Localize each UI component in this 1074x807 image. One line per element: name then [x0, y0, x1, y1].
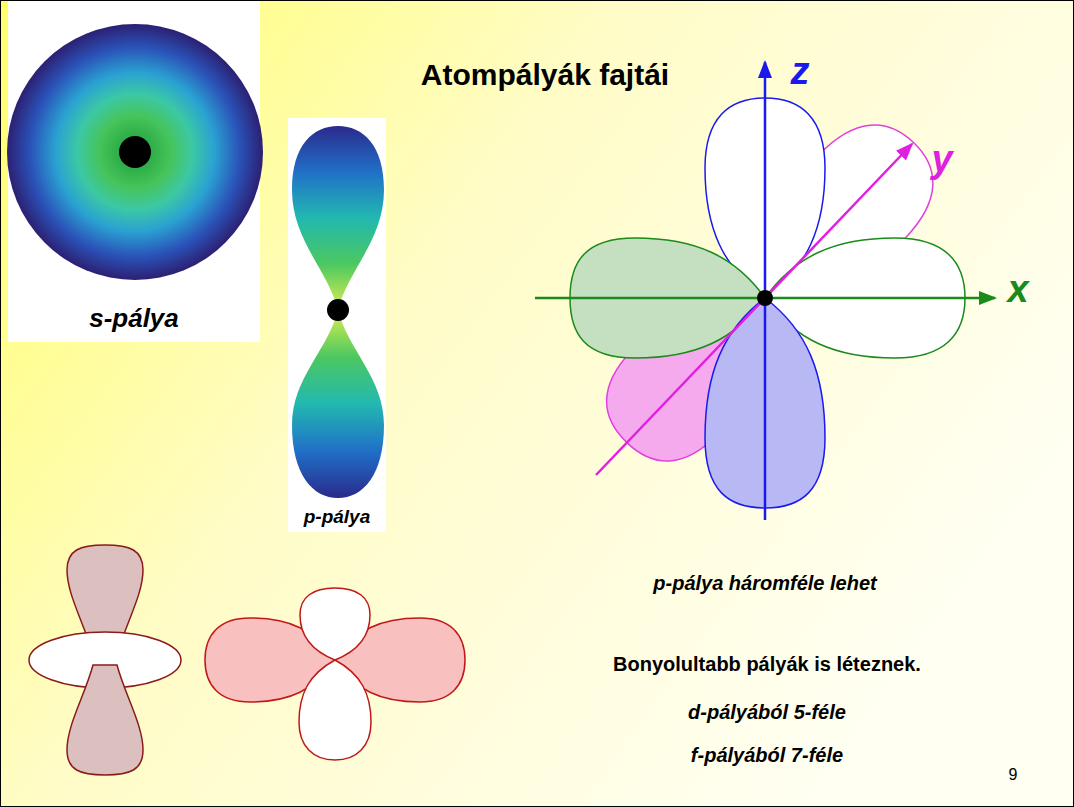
p-orbital-lobe [292, 310, 384, 498]
dz2-lobe [67, 665, 143, 775]
axis-label: z [791, 50, 810, 94]
note-text: Bonyolultabb pályák is léteznek. [613, 653, 921, 676]
dxy-lobe [299, 660, 371, 760]
figure-caption: p-pálya háromféle lehet [653, 572, 876, 595]
nucleus-dot [119, 136, 151, 168]
note-text: d-pályából 5-féle [688, 701, 846, 724]
axis-label: y [931, 138, 952, 182]
page-number: 9 [1009, 766, 1018, 784]
slide-title: Atompályák fajtái [421, 58, 669, 93]
s-orbital-cloud [7, 24, 263, 280]
orbital-name: p-pálya [304, 506, 371, 528]
p-orbital-panel [288, 118, 386, 532]
axis-label: x [1007, 268, 1028, 312]
p-orbital-lobe [292, 126, 384, 310]
dxy-lobe [300, 588, 370, 660]
orbital-panel: s-pálya [8, 0, 260, 342]
y-axis [596, 144, 912, 475]
note-text: f-pályából 7-féle [691, 744, 843, 767]
orbital-name: s-pálya [89, 304, 179, 334]
nucleus-dot [757, 290, 773, 306]
nucleus-dot [327, 299, 349, 321]
orbital-panel: p-pálya [288, 118, 386, 532]
